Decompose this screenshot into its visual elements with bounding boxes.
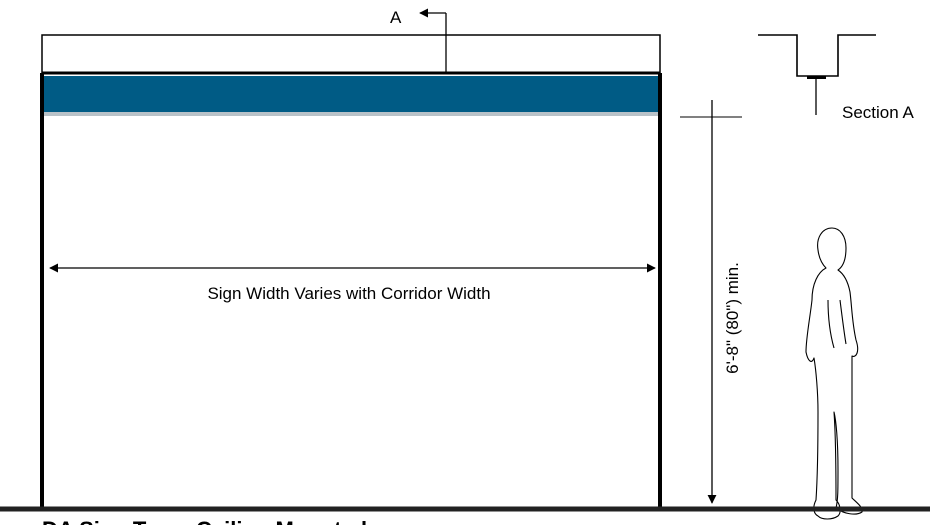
section-a-detail: Section A [758,34,914,122]
human-figure-icon [805,227,863,520]
height-dimension: 6'-8" (80") min. [680,100,742,504]
height-label: 6'-8" (80") min. [723,262,742,374]
section-marker-label: A [390,8,402,27]
sign-band-underline [44,112,658,116]
section-bracket [807,76,826,79]
section-label: Section A [842,103,914,122]
width-dimension: Sign Width Varies with Corridor Width [49,263,656,303]
section-profile [758,34,876,77]
section-marker: A [390,8,447,73]
diagram-caption: DA Sign Type: Ceiling Mounted [42,517,367,525]
ceiling-housing-outline [41,34,661,74]
width-label: Sign Width Varies with Corridor Width [207,284,490,303]
section-arrow-icon [419,8,447,73]
sign-band [44,76,658,112]
sign-frame [40,71,662,508]
